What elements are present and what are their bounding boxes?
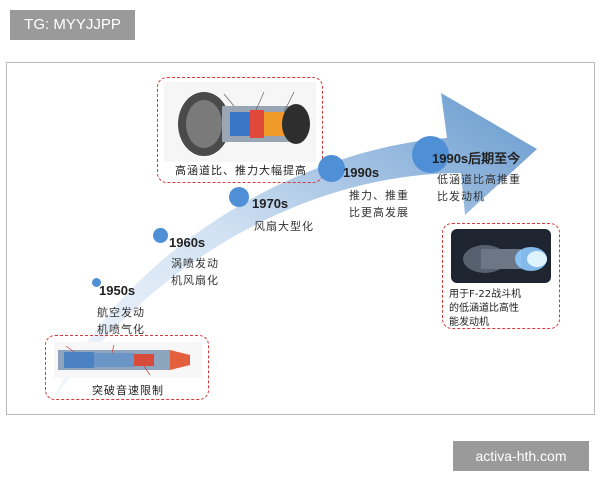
era-description-line: 低涵道比高推重 xyxy=(437,173,521,186)
watermark: activa-hth.com xyxy=(453,441,589,471)
era-description-line: 机喷气化 xyxy=(97,323,145,336)
era-description-line: 比发动机 xyxy=(437,190,485,203)
timeline-node-1970s xyxy=(229,187,249,207)
era-description: 推力、推重 比更高发展 xyxy=(349,187,409,221)
f22-caption-line: 能发动机 xyxy=(449,317,489,328)
era-description-line: 涡喷发动 xyxy=(171,257,219,270)
era-label: 1960s xyxy=(169,235,206,250)
era-description-line: 风扇大型化 xyxy=(254,220,314,233)
timeline-node-1960s xyxy=(153,228,168,243)
era-label: 1970s xyxy=(252,196,289,211)
timeline-node-1950s xyxy=(92,278,101,287)
era-description: 低涵道比高推重 比发动机 xyxy=(437,171,521,205)
turbojet-engine-image xyxy=(54,342,202,378)
timeline-node-1990s xyxy=(318,155,345,182)
timeline-arrow xyxy=(51,93,537,403)
f22-caption: 用于F-22战斗机 的低涵道比高性 能发动机 xyxy=(449,288,561,330)
era-description-line: 比更高发展 xyxy=(349,206,409,219)
f22-caption-line: 用于F-22战斗机 xyxy=(449,289,522,300)
f22-engine-image xyxy=(451,229,551,283)
f22-caption-line: 的低涵道比高性 xyxy=(449,303,519,314)
figure-frame: 高涵道比、推力大幅提高 突破音速限制 用于F-22战斗机 的低涵道比高性 xyxy=(6,62,595,415)
high-bypass-caption: 高涵道比、推力大幅提高 xyxy=(175,164,307,177)
timeline-node-1990s-late xyxy=(412,136,449,173)
era-label: 1950s xyxy=(99,283,136,298)
high-bypass-engine-callout: 高涵道比、推力大幅提高 xyxy=(157,77,323,183)
era-label: 1990s xyxy=(343,165,380,180)
era-label: 1990s后期至今 xyxy=(432,151,521,166)
era-description: 涡喷发动 机风扇化 xyxy=(171,255,219,289)
era-description-line: 推力、推重 xyxy=(349,189,409,202)
supersonic-engine-callout: 突破音速限制 xyxy=(45,335,209,400)
supersonic-caption: 突破音速限制 xyxy=(92,384,164,397)
era-description-line: 机风扇化 xyxy=(171,274,219,287)
era-description: 风扇大型化 xyxy=(254,218,314,235)
header-tag: TG: MYYJJPP xyxy=(10,10,135,40)
f22-engine-callout: 用于F-22战斗机 的低涵道比高性 能发动机 xyxy=(442,223,560,329)
era-description-line: 航空发动 xyxy=(97,306,145,319)
era-description: 航空发动 机喷气化 xyxy=(97,304,145,338)
engine-cutaway-image xyxy=(164,82,316,162)
